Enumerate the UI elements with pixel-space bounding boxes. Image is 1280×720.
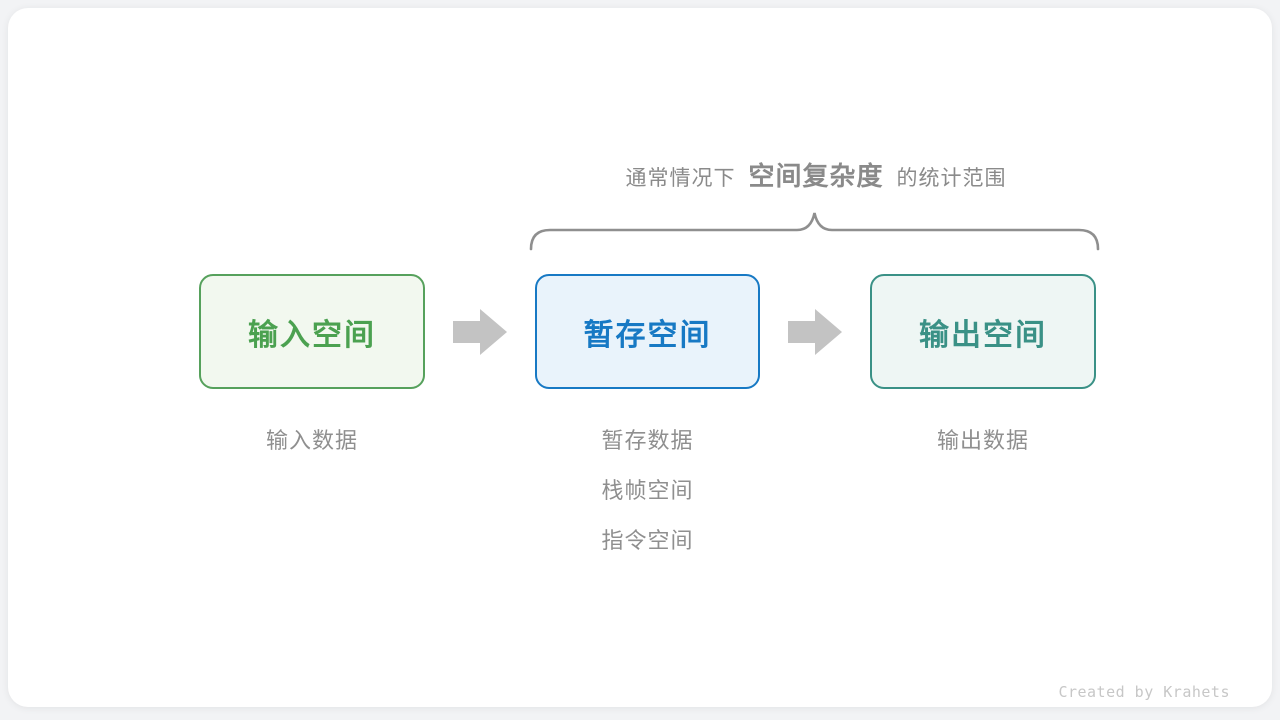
box-input-space-label: 输入空间 (248, 318, 376, 352)
arrow-right-icon (453, 309, 507, 355)
curly-brace-icon (529, 212, 1100, 251)
annotation-suffix: 的统计范围 (896, 167, 1007, 190)
note-instruction-space: 指令空间 (601, 528, 694, 553)
notes-input-space: 输入数据 (199, 416, 425, 466)
arrow-right-icon (788, 309, 842, 355)
annotation-title: 通常情况下 空间复杂度 的统计范围 (416, 156, 1216, 194)
annotation-prefix: 通常情况下 (625, 167, 736, 190)
note-temporary-data: 暂存数据 (601, 428, 694, 453)
note-stack-frame-space: 栈帧空间 (601, 478, 694, 503)
note-input-data: 输入数据 (265, 428, 358, 453)
box-temporary-space-label: 暂存空间 (583, 318, 712, 352)
box-output-space-label: 输出空间 (919, 318, 1047, 352)
credit-text: Created by Krahets (1058, 683, 1230, 701)
diagram-card: 通常情况下 空间复杂度 的统计范围 输入空间 暂存空间 输出空间 输入数据 暂存… (8, 8, 1272, 707)
note-output-data: 输出数据 (936, 428, 1029, 453)
box-output-space: 输出空间 (870, 274, 1096, 389)
box-temporary-space: 暂存空间 (535, 274, 760, 389)
notes-temporary-space: 暂存数据 栈帧空间 指令空间 (535, 416, 760, 566)
notes-output-space: 输出数据 (870, 416, 1096, 466)
annotation-highlight: 空间复杂度 (748, 161, 884, 191)
box-input-space: 输入空间 (199, 274, 425, 389)
